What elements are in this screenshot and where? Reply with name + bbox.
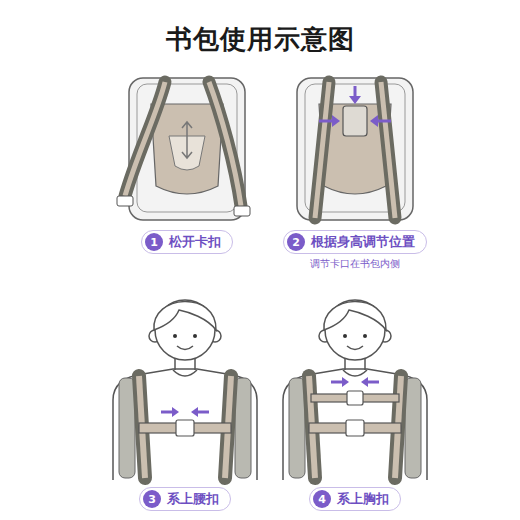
step-text: 松开卡扣 bbox=[169, 233, 221, 251]
step-text: 系上腰扣 bbox=[167, 490, 219, 508]
step-number: 3 bbox=[143, 490, 161, 508]
step-number: 4 bbox=[313, 490, 331, 508]
step-number: 2 bbox=[287, 233, 305, 251]
step-text: 系上胸扣 bbox=[337, 490, 389, 508]
diagram-title: 书包使用示意图 bbox=[0, 22, 520, 57]
note-label: 调节卡口在书包内侧 bbox=[310, 258, 400, 271]
step-number: 1 bbox=[145, 233, 163, 251]
step-text: 根据身高调节位置 bbox=[311, 233, 415, 251]
step-label: 4 系上胸扣 bbox=[309, 487, 401, 511]
step-label: 1 松开卡扣 bbox=[141, 230, 233, 254]
step-label: 2 根据身高调节位置 bbox=[283, 230, 427, 254]
step-label: 3 系上腰扣 bbox=[139, 487, 231, 511]
